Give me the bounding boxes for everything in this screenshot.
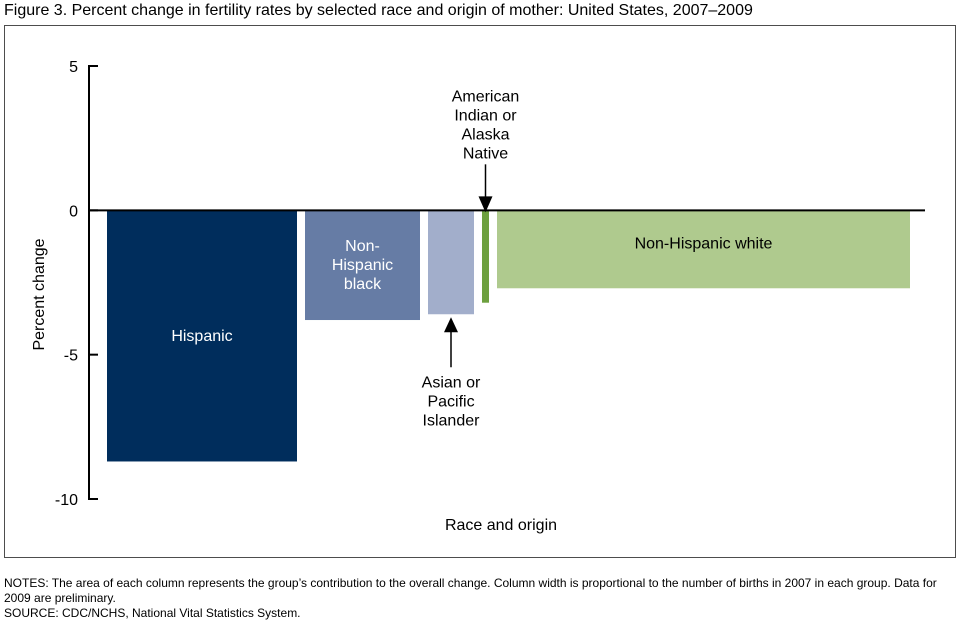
- y-axis-label: Percent change: [31, 238, 48, 350]
- bar-label: Non-Hispanic white: [635, 235, 773, 252]
- bar-2: [305, 210, 420, 321]
- notes-text: NOTES: The area of each column represent…: [4, 576, 937, 605]
- x-axis-label: Race and origin: [445, 517, 557, 534]
- y-tick-label: 0: [69, 203, 78, 220]
- bar-1: [107, 210, 297, 462]
- annotation-arrowhead: [444, 317, 458, 333]
- bars-layer: [107, 210, 910, 462]
- bar-label: Hispanic: [171, 328, 232, 345]
- source-text: SOURCE: CDC/NCHS, National Vital Statist…: [4, 606, 301, 620]
- bar-3: [428, 210, 474, 315]
- y-tick-label: 5: [69, 59, 78, 76]
- notes-block: NOTES: The area of each column represent…: [4, 576, 954, 621]
- y-tick-label: -10: [55, 492, 78, 509]
- bar-5: [497, 210, 910, 289]
- bar-4: [482, 210, 489, 303]
- y-tick-label: -5: [64, 348, 78, 365]
- figure-title: Figure 3. Percent change in fertility ra…: [4, 2, 753, 19]
- annotation-arrowhead: [478, 196, 493, 213]
